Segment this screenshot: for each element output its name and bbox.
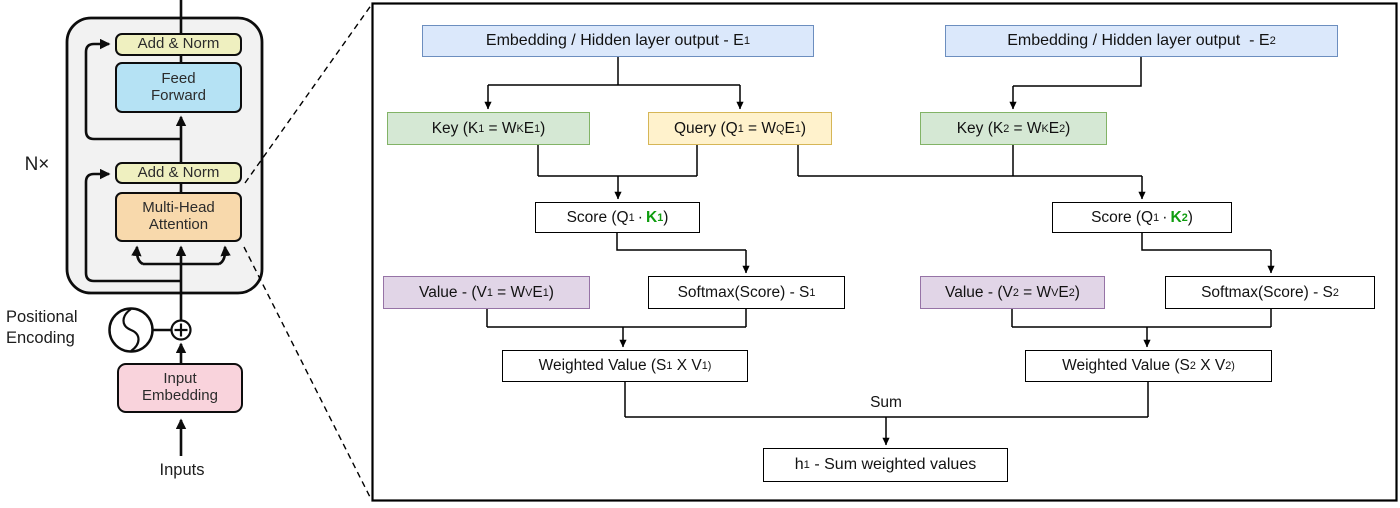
- sum-label: Sum: [870, 394, 902, 411]
- zoom-callout-lines: [243, 3, 373, 500]
- e1-split-lines: [488, 57, 740, 86]
- score1-elbow: [616, 233, 746, 251]
- left-diagram-wires: [84, 0, 231, 456]
- plus-circle-icon: [170, 319, 192, 341]
- encoder-block-outline: [65, 16, 264, 295]
- score2-elbow: [1141, 233, 1271, 251]
- add-norm-top-box: Add & Norm: [115, 33, 242, 56]
- inputs-label: Inputs: [159, 461, 205, 479]
- add-norm-bottom-label: Add & Norm: [137, 163, 220, 181]
- positional-encoding-icon: [108, 307, 154, 353]
- attention-fan-left-arrow: [131, 245, 144, 266]
- positional-encoding-label: Positional Encoding: [6, 307, 106, 349]
- value1-softmax1-join: [486, 309, 747, 328]
- query1-key2-join: [797, 145, 1142, 177]
- input-embedding-label: Input Embedding: [142, 370, 218, 404]
- value2-softmax2-join: [1011, 309, 1272, 328]
- feed-forward-label: Feed Forward: [150, 69, 206, 104]
- input-embedding-box: Input Embedding: [117, 363, 243, 413]
- multi-head-attention-box: Multi-Head Attention: [115, 192, 242, 242]
- n-times-label: N×: [24, 154, 50, 175]
- attention-fan-right-arrow: [218, 245, 231, 266]
- positional-encoding-line2: Encoding: [6, 329, 75, 347]
- add-norm-top-label: Add & Norm: [137, 35, 220, 53]
- callout-line-bottom: [243, 246, 372, 500]
- add-norm-bottom-box: Add & Norm: [115, 162, 242, 184]
- residual-skip-feed-forward: [84, 38, 181, 141]
- positional-encoding-line1: Positional: [6, 308, 78, 326]
- detail-panel-border: [371, 2, 1398, 502]
- feed-forward-box: Feed Forward: [115, 62, 242, 113]
- residual-skip-attention: [84, 168, 181, 283]
- multi-head-attention-label: Multi-Head Attention: [142, 199, 215, 233]
- callout-line-top: [244, 3, 373, 184]
- right-panel-wires: [484, 57, 1275, 446]
- e2-elbow-line: [1013, 57, 1142, 87]
